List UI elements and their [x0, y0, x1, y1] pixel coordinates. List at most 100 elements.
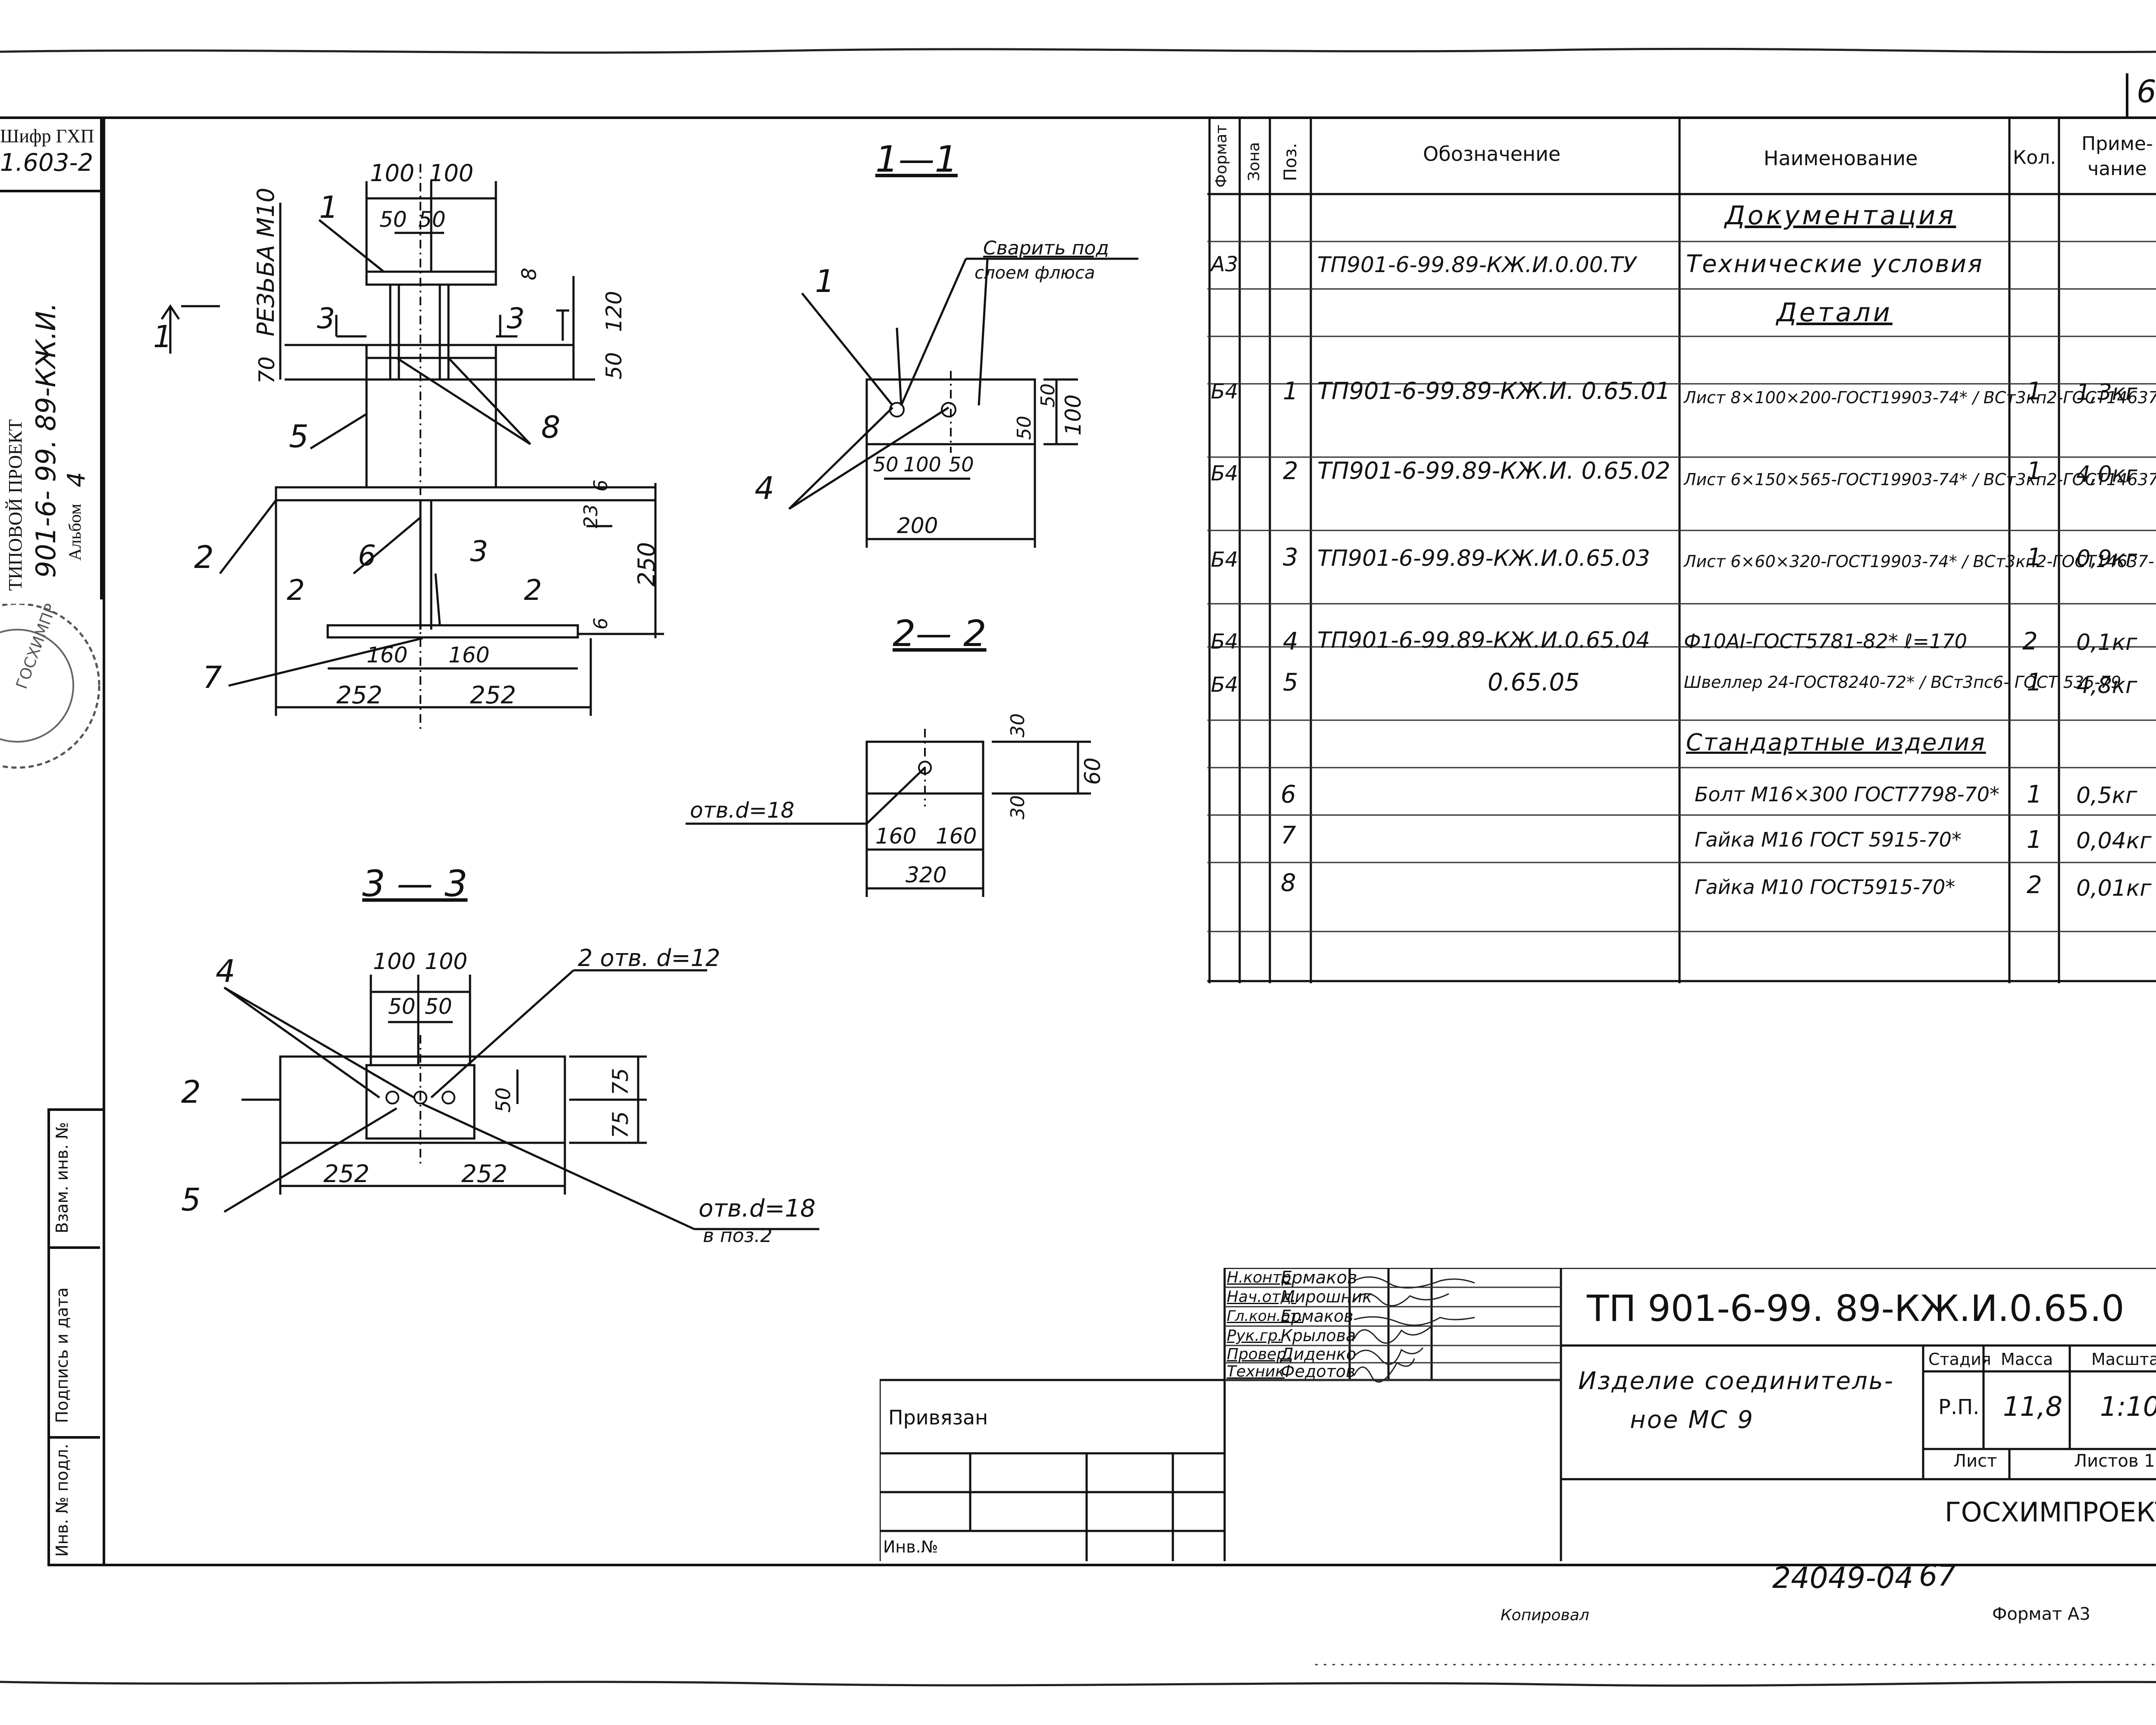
- s33-callout-4: 4: [216, 953, 235, 989]
- spec-row-2-name: Детали: [1777, 298, 1893, 328]
- s33-dim-75b: 75: [608, 1111, 633, 1138]
- s11-dim-200: 200: [897, 513, 938, 538]
- spec-row-10-pos: 7: [1281, 822, 1296, 850]
- spec-row-3-name: Лист 8×100×200-ГОСТ19903-74* / ВСт3кп2-Г…: [1684, 388, 2156, 407]
- dim-6-top: 6: [590, 480, 612, 492]
- s11-dim-100: 100: [903, 453, 941, 476]
- role-4: Провер.: [1227, 1346, 1291, 1363]
- dim-top-50a: 50: [379, 207, 407, 232]
- org-name: ГОСХИМПРОЕКТ: [1945, 1496, 2156, 1528]
- dim-252a: 252: [336, 681, 382, 709]
- dim-50-right: 50: [602, 352, 627, 380]
- s11-dim-100v: 100: [1061, 394, 1086, 436]
- section-1-1-callout-4: 4: [755, 470, 774, 506]
- dim-top-100a: 100: [370, 160, 415, 187]
- spec-row-6-note: 0,1кг: [2076, 630, 2137, 656]
- spec-row-11-name: Гайка М10 ГОСТ5915-70*: [1695, 875, 1955, 899]
- dim-160b: 160: [448, 643, 490, 668]
- mass-value: 11,8: [2003, 1391, 2063, 1422]
- spec-row-7-note: 4,8кг: [2076, 673, 2137, 699]
- sheet-number: 66: [2137, 73, 2156, 110]
- s33-dim-50v: 50: [492, 1087, 515, 1113]
- spec-row-5-designation: ТП901-6-99.89-КЖ.И.0.65.03: [1317, 546, 1650, 571]
- dim-120: 120: [602, 291, 627, 332]
- callout-3-left: 3: [317, 302, 335, 335]
- spec-row-3-format: Б4: [1211, 380, 1238, 404]
- name-2: Ермаков: [1281, 1307, 1354, 1326]
- scale-label: Масштаб: [2091, 1350, 2156, 1369]
- role-1: Нач.отд.: [1227, 1288, 1297, 1306]
- stage-value: Р.П.: [1938, 1395, 1980, 1419]
- s33-dim-75a: 75: [608, 1068, 633, 1095]
- stage-label: Стадия: [1928, 1350, 1991, 1369]
- s33-holes-label: 2 отв. d=12: [578, 944, 721, 972]
- spec-row-3-note: 1,3кг: [2076, 380, 2137, 405]
- s33-dim-50b: 50: [425, 994, 452, 1019]
- header-note: Приме-чание: [2081, 133, 2153, 180]
- spec-row-11-qty: 2: [2027, 871, 2042, 899]
- callout-7: 7: [203, 660, 222, 695]
- spec-row-7-name: Швеллер 24-ГОСТ8240-72* / ВСт3пс6- ГОСТ …: [1684, 673, 2122, 692]
- callout-2: 2: [194, 539, 214, 575]
- s33-callout-2: 2: [181, 1074, 201, 1110]
- spec-row-10-qty: 1: [2027, 826, 2042, 854]
- section-3-3-title: 3 — 3: [362, 862, 468, 905]
- callout-2-right-section: 2: [524, 574, 542, 607]
- spec-row-8-name: Стандартные изделия: [1686, 729, 1986, 756]
- role-5: Техник: [1227, 1363, 1285, 1380]
- spec-row-1-format: А3: [1211, 252, 1238, 276]
- spec-row-3-pos: 1: [1283, 377, 1298, 405]
- spec-row-0-name: Документация: [1725, 201, 1956, 231]
- doc-code: ТП 901-6-99. 89-КЖ.И.0.65.0: [1587, 1287, 2125, 1330]
- dim-6-bottom: 6: [590, 618, 612, 630]
- spec-table: Формат Зона Поз. Обозначение Наименовани…: [1207, 116, 2156, 983]
- s33-dim-252b: 252: [461, 1160, 508, 1188]
- weld-note-line1: Сварить под: [983, 237, 1109, 259]
- dim-top-50b: 50: [418, 207, 446, 232]
- role-2: Гл.кон.от.: [1227, 1308, 1304, 1325]
- dim-8: 8: [517, 267, 541, 280]
- shifr-label: Шифр ГХП: [0, 125, 94, 147]
- spec-row-11-pos: 8: [1281, 869, 1296, 897]
- callout-6: 6: [358, 539, 376, 572]
- title-block: Привязан Инв.№ Н.контр Нач.отд. Гл.кон.о…: [880, 1268, 2156, 1561]
- header-pos: Поз.: [1281, 143, 1300, 181]
- s22-dim-320: 320: [906, 862, 947, 888]
- name-3: Крылова: [1281, 1326, 1356, 1345]
- technical-drawings: [160, 164, 1138, 1230]
- section-1-1-title: 1—1: [875, 138, 958, 180]
- sheet-number-box: [2126, 73, 2156, 116]
- spec-row-6-pos: 4: [1283, 627, 1298, 656]
- spec-row-6-qty: 2: [2022, 627, 2038, 656]
- s11-dim-50a: 50: [873, 453, 899, 476]
- name-1: Мирошник: [1281, 1287, 1373, 1306]
- spec-row-4-note: 4,0кг: [2076, 461, 2137, 487]
- spec-row-6-format: Б4: [1211, 630, 1238, 654]
- s22-dim-160a: 160: [875, 824, 917, 849]
- callout-5: 5: [289, 418, 309, 455]
- s22-dim-60: 60: [1080, 757, 1105, 785]
- spec-row-5-pos: 3: [1283, 543, 1298, 571]
- format-label: Формат А3: [1992, 1604, 2090, 1624]
- header-format: Формат: [1213, 124, 1230, 188]
- spec-row-3-qty: 1: [2027, 377, 2042, 405]
- thread-label: РЕЗЬБА М10: [252, 188, 279, 336]
- s33-hole-label: отв.d=18: [699, 1195, 816, 1223]
- s33-dim-100a: 100: [373, 949, 416, 975]
- stamp-seal: ГОСХИМПРОЕКТ: [0, 604, 100, 769]
- title-block-grid: [880, 1268, 2156, 1561]
- inv-no-label: Инв.№: [883, 1537, 938, 1556]
- name-0: Ермаков: [1281, 1268, 1357, 1288]
- shifr-value: 1.603-2: [0, 149, 94, 177]
- spec-row-9-pos: 6: [1281, 781, 1296, 809]
- spec-row-1-designation: ТП901-6-99.89-КЖ.И.0.00.ТУ: [1317, 252, 1636, 277]
- section-2-2-title: 2— 2: [893, 612, 987, 655]
- spec-row-7-qty: 1: [2027, 668, 2042, 696]
- mass-label: Масса: [2001, 1350, 2053, 1369]
- s22-dim-30b: 30: [1007, 795, 1029, 819]
- spec-row-7-pos: 5: [1283, 668, 1298, 696]
- s33-dim-100b: 100: [425, 949, 468, 975]
- name-5: Федотов: [1281, 1362, 1356, 1381]
- spec-row-6-name: Ф10АI-ГОСТ5781-82* ℓ=170: [1684, 630, 1967, 653]
